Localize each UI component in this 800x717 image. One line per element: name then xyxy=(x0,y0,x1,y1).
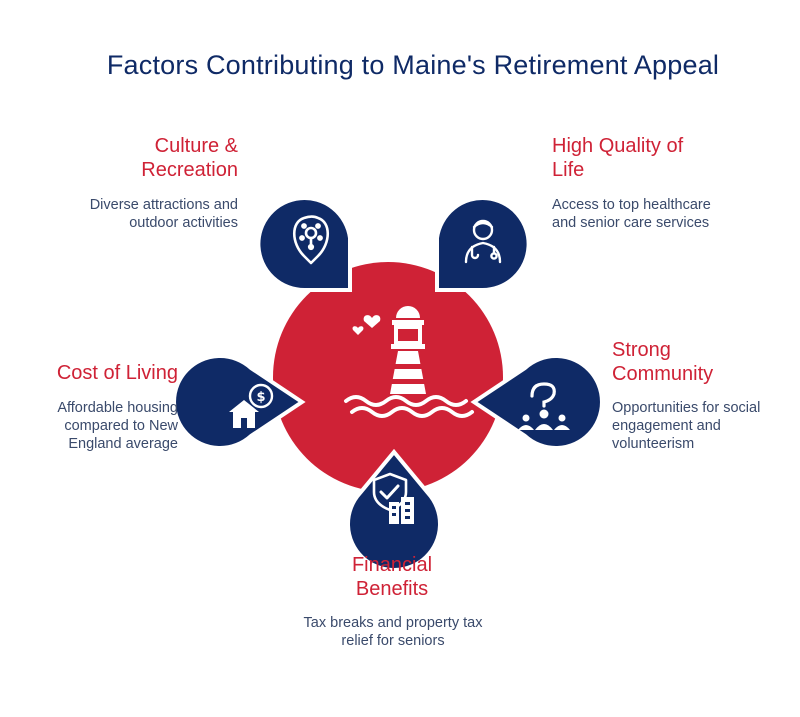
shield-building-icon xyxy=(372,472,414,524)
petal-cost-of-living xyxy=(172,354,306,450)
lighthouse-with-hearts-icon xyxy=(344,306,474,418)
factor-desc-quality-of-life: Access to top healthcare and senior care… xyxy=(552,197,711,231)
factor-heading-financial-benefits: Financial Benefits xyxy=(351,554,433,600)
center-circle xyxy=(273,262,503,492)
factor-heading-culture-recreation: Culture & Recreation xyxy=(141,135,238,181)
doctor-stethoscope-icon xyxy=(464,219,502,264)
location-pin-network-icon xyxy=(292,215,330,265)
petal-culture-recreation xyxy=(256,196,352,293)
petal-strong-community xyxy=(470,354,604,450)
factor-desc-cost-of-living: Affordable housing compared to New Engla… xyxy=(57,400,178,452)
page-title: Factors Contributing to Maine's Retireme… xyxy=(106,50,720,80)
community-group-icon xyxy=(518,382,570,430)
svg-text:$: $ xyxy=(256,390,265,405)
factor-desc-culture-recreation: Diverse attractions and outdoor activiti… xyxy=(89,197,238,231)
factor-heading-quality-of-life: High Quality of Life xyxy=(552,135,684,181)
factor-heading-strong-community: Strong Community xyxy=(612,339,714,385)
factor-heading-cost-of-living: Cost of Living xyxy=(56,362,178,384)
factor-desc-financial-benefits: Tax breaks and property tax relief for s… xyxy=(303,615,483,649)
house-dollar-icon: $ xyxy=(229,383,274,428)
factor-desc-strong-community: Opportunities for social engagement and … xyxy=(612,400,761,452)
